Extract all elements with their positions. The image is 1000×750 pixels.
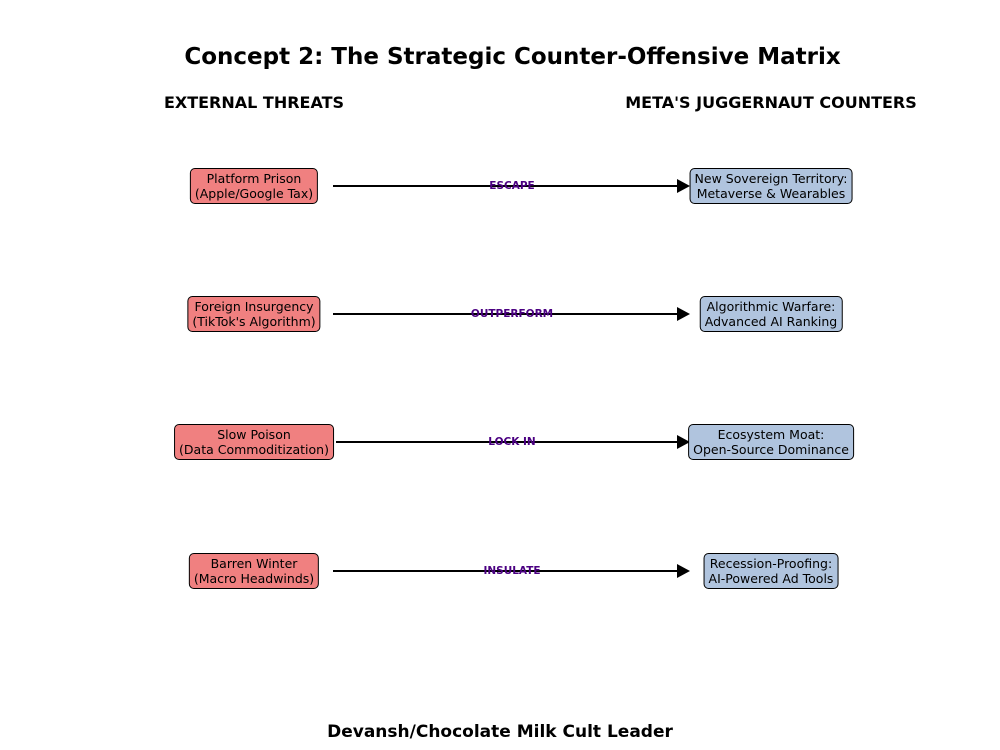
action-label-escape: ESCAPE	[489, 180, 535, 192]
arrow-1	[333, 307, 690, 321]
counter-box-new-sovereign-territory: New Sovereign Territory: Metaverse & Wea…	[689, 168, 853, 204]
external-threats-header: EXTERNAL THREATS	[163, 93, 345, 112]
counters-header: META'S JUGGERNAUT COUNTERS	[625, 93, 917, 112]
action-label-insulate: INSULATE	[483, 565, 541, 577]
counter-title: New Sovereign Territory:	[694, 171, 848, 186]
threat-subtitle: (TikTok's Algorithm)	[192, 314, 316, 329]
threat-box-foreign-insurgency: Foreign Insurgency (TikTok's Algorithm)	[187, 296, 321, 332]
counter-title: Recession-Proofing:	[709, 556, 833, 571]
counter-box-ecosystem-moat: Ecosystem Moat: Open-Source Dominance	[688, 424, 854, 460]
arrow-2	[336, 435, 690, 449]
threat-title: Foreign Insurgency	[194, 299, 314, 314]
threat-subtitle: (Macro Headwinds)	[193, 571, 315, 586]
action-label-outperform: OUTPERFORM	[470, 308, 554, 320]
threat-box-platform-prison: Platform Prison (Apple/Google Tax)	[189, 168, 319, 204]
counter-title: Algorithmic Warfare:	[706, 299, 836, 314]
counter-subtitle: AI-Powered Ad Tools	[708, 571, 834, 586]
arrow-3	[333, 564, 690, 578]
threat-box-slow-poison: Slow Poison (Data Commoditization)	[174, 424, 334, 460]
threat-subtitle: (Data Commoditization)	[179, 442, 329, 457]
threat-title: Slow Poison	[217, 427, 291, 442]
counter-subtitle: Advanced AI Ranking	[704, 314, 838, 329]
threat-title: Barren Winter	[210, 556, 298, 571]
counter-box-algorithmic-warfare: Algorithmic Warfare: Advanced AI Ranking	[699, 296, 843, 332]
counter-subtitle: Metaverse & Wearables	[696, 186, 846, 201]
diagram-title: Concept 2: The Strategic Counter-Offensi…	[184, 44, 841, 70]
counter-subtitle: Open-Source Dominance	[693, 442, 849, 457]
threat-subtitle: (Apple/Google Tax)	[194, 186, 314, 201]
action-label-lock-in: LOCK IN	[488, 436, 536, 448]
threat-box-barren-winter: Barren Winter (Macro Headwinds)	[188, 553, 320, 589]
footer-credit: Devansh/Chocolate Milk Cult Leader	[327, 722, 673, 742]
arrow-0	[333, 179, 690, 193]
counter-title: Ecosystem Moat:	[717, 427, 825, 442]
counter-box-recession-proofing: Recession-Proofing: AI-Powered Ad Tools	[703, 553, 839, 589]
threat-title: Platform Prison	[206, 171, 302, 186]
